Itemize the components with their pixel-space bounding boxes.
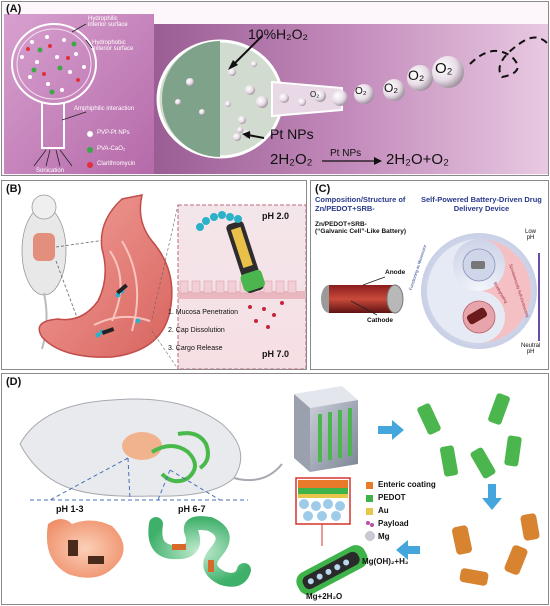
step-cargo-release: 3. Cargo Release <box>168 345 223 352</box>
equation-right: 2H₂O+O₂ <box>386 151 449 168</box>
ph-top-label: pH 2.0 <box>262 211 290 221</box>
pt-nps-label: Pt NPs <box>270 126 314 142</box>
panel-a-label: (A) <box>6 3 22 15</box>
panel-d-label: (D) <box>6 376 22 388</box>
h2o2-label: 10%H₂O₂ <box>248 26 308 42</box>
legend-pvp-pt: PVP-Pt NPs <box>97 130 130 136</box>
anode-label: Anode <box>385 269 406 276</box>
panel-c-label: (C) <box>315 183 331 195</box>
o2-label-4: O₂ <box>408 67 425 83</box>
hydrophilic-interior-label: Hydrophilic interior surface <box>88 16 128 28</box>
ph-left-label: pH 1-3 <box>56 504 84 514</box>
legend-pedot: PEDOT <box>378 493 406 502</box>
step-mucosa-penetration: 1. Mucosa Penetration <box>168 309 239 316</box>
legend-payload: Payload <box>378 519 409 528</box>
equation-left: 2H₂O₂ <box>270 151 313 168</box>
ph-right-label: pH 6-7 <box>178 504 206 514</box>
panel-a: (A) Hydrophilic interior surface Hydroph… <box>1 1 549 176</box>
panel-c-title-left: Composition/Structure of Zn/PEDOT+SRB- <box>315 195 406 213</box>
mg-h2o-label: Mg+2H₂O <box>306 592 343 601</box>
legend-mg: Mg <box>378 532 390 541</box>
hydrophobic-exterior-label: Hydrophobic exterior surface <box>92 40 134 52</box>
legend-pva-cao2: PVA-CaO₂ <box>97 146 126 152</box>
panel-b-illustration <box>21 194 306 369</box>
o2-label-1: O₂ <box>310 90 320 99</box>
panel-c: (C) Composition/Structure of Zn/PEDOT+SR… <box>310 180 549 370</box>
panel-a-illustration <box>4 14 548 174</box>
panel-b-label: (B) <box>6 183 22 195</box>
panel-d-illustration <box>19 386 540 595</box>
low-ph-label: Low pH <box>525 229 537 241</box>
o2-label-2: O₂ <box>355 86 367 97</box>
panel-b: (B) pH 2.0 pH 7.0 1. Mucosa Penetration … <box>1 180 307 370</box>
panel-c-illustration <box>321 233 540 349</box>
panel-c-title-right: Self-Powered Battery-Driven Drug Deliver… <box>421 195 542 213</box>
o2-label-5: O₂ <box>435 60 453 77</box>
legend-clarithromycin: Clarithromycin <box>97 161 136 167</box>
sonication-label: Sonication <box>36 168 65 174</box>
panel-c-subtitle-left: Zn/PEDOT+SRB- (“Galvanic Cell”-Like Batt… <box>315 221 407 235</box>
ph-bottom-label: pH 7.0 <box>262 349 290 359</box>
microtube-group-top <box>417 393 522 479</box>
mgoh2-label: Mg(OH)₂+H₂ <box>362 557 409 566</box>
panel-d: (D) pH 1-3 pH 6-7 Enteric coating PEDOT … <box>1 373 549 605</box>
legend-au: Au <box>378 506 389 515</box>
legend-enteric-coating: Enteric coating <box>378 480 436 489</box>
o2-label-3: O₂ <box>384 81 398 95</box>
amphiphilic-label: Amphiphilic interaction <box>74 106 135 112</box>
equation-catalyst: Pt NPs <box>330 148 362 159</box>
cathode-label: Cathode <box>367 317 393 324</box>
neutral-ph-label: Neutral pH <box>521 343 541 355</box>
step-cap-dissolution: 2. Cap Dissolution <box>168 327 225 334</box>
